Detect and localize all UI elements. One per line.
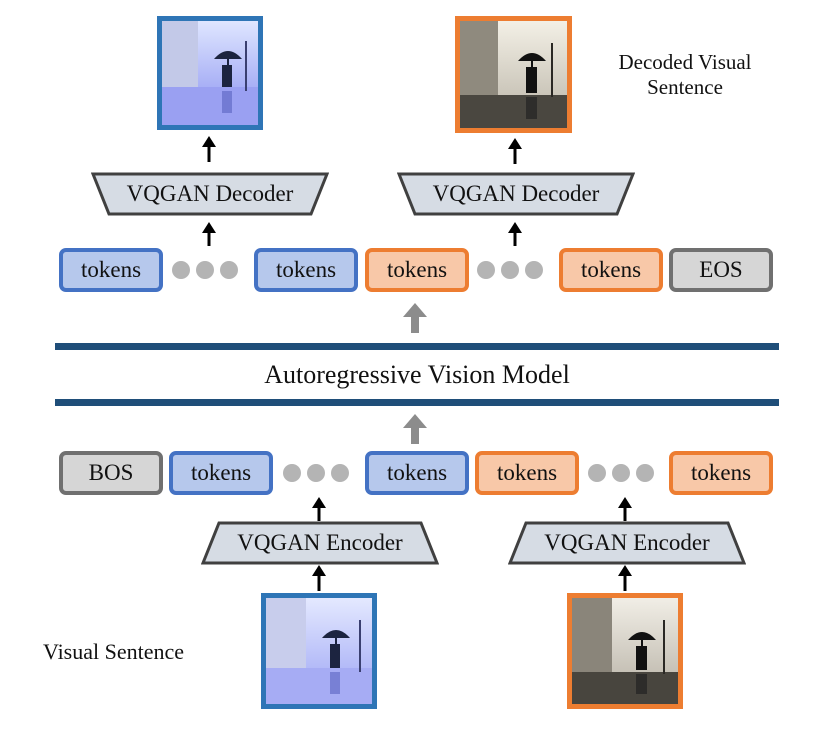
decoded-visual-label: Decoded Visual Sentence [610,52,760,98]
arrow-up-icon [618,565,632,591]
arrow-up-icon [508,138,522,164]
umbrella-figure-image-icon [572,598,678,704]
decoded-label-line-2: Sentence [647,75,723,99]
decoder-label: VQGAN Decoder [126,181,294,206]
visual-sentence-label: Visual Sentence [43,639,185,664]
bottom-token-3: tokens [475,451,579,495]
ellipsis-dots-icon [588,464,654,482]
bottom-token-4: tokens [669,451,773,495]
arrow-up-icon [312,497,326,521]
bottom-token-2: tokens [365,451,469,495]
ellipsis-dots-icon [172,261,238,279]
arrow-up-icon [312,565,326,591]
arrow-up-icon [202,222,216,246]
ellipsis-dots-icon [477,261,543,279]
arrow-up-icon [618,497,632,521]
bottom-token-1: tokens [169,451,273,495]
vqgan-decoder-2: VQGAN Decoder [397,172,635,216]
arrow-up-icon [202,136,216,162]
decoded-image-orange [455,16,572,133]
encoder-label: VQGAN Encoder [237,530,403,555]
decoded-image-blue [157,16,263,130]
model-top-bar [55,343,779,350]
input-image-blue [261,593,377,709]
vqgan-encoder-2: VQGAN Encoder [508,521,746,565]
arrow-up-icon [403,414,427,444]
vqgan-decoder-1: VQGAN Decoder [91,172,329,216]
model-title: Autoregressive Vision Model [264,360,570,389]
umbrella-figure-image-icon [266,598,372,704]
bottom-token-bos: BOS [59,451,163,495]
decoded-label-line-1: Decoded Visual [618,50,752,74]
arrow-up-icon [508,222,522,246]
encoder-label: VQGAN Encoder [544,530,710,555]
arrow-up-icon [403,303,427,333]
umbrella-figure-image-icon [162,21,258,125]
umbrella-figure-image-icon [460,21,567,128]
decoder-label: VQGAN Decoder [432,181,600,206]
top-token-2: tokens [254,248,358,292]
top-token-4: tokens [559,248,663,292]
top-token-1: tokens [59,248,163,292]
input-image-orange [567,593,683,709]
ellipsis-dots-icon [283,464,349,482]
vqgan-encoder-1: VQGAN Encoder [201,521,439,565]
top-token-eos: EOS [669,248,773,292]
model-bottom-bar [55,399,779,406]
top-token-3: tokens [365,248,469,292]
